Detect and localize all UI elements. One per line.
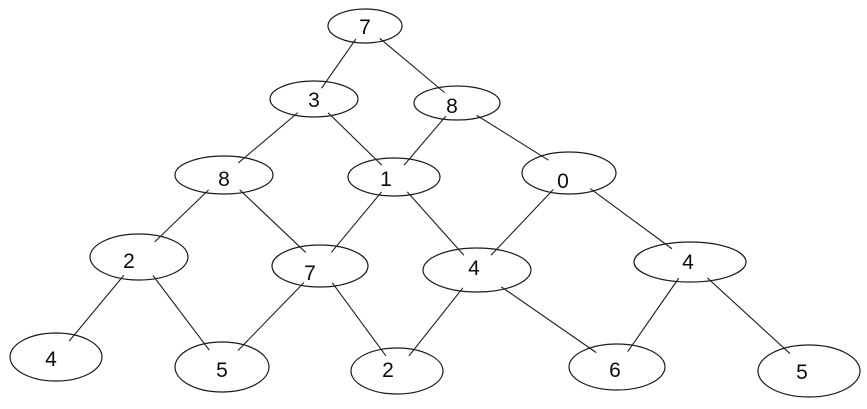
node-value-label: 4 bbox=[45, 348, 57, 371]
edge-r2c1-to-r3c2 bbox=[406, 191, 465, 256]
node-value-label: 5 bbox=[216, 359, 228, 382]
edge-r2c1-to-r3c1 bbox=[330, 191, 383, 253]
edge-r0c0-to-r1c0 bbox=[321, 38, 357, 89]
node-ellipse bbox=[347, 157, 441, 197]
node-value-label: 4 bbox=[682, 251, 694, 274]
node-ellipse bbox=[413, 85, 501, 121]
tree-node-r4c0: 4 bbox=[9, 332, 103, 382]
node-ellipse bbox=[327, 8, 403, 44]
node-value-label: 8 bbox=[218, 168, 230, 191]
node-ellipse bbox=[350, 347, 444, 395]
node-value-label: 4 bbox=[468, 257, 480, 280]
node-ellipse bbox=[9, 332, 103, 382]
tree-node-r4c1: 5 bbox=[174, 341, 270, 393]
node-value-label: 3 bbox=[308, 89, 320, 112]
edge-r3c2-to-r4c3 bbox=[500, 286, 597, 354]
node-ellipse bbox=[174, 155, 274, 195]
node-ellipse bbox=[422, 247, 532, 293]
tree-node-r3c0: 2 bbox=[89, 233, 189, 281]
node-value-label: 6 bbox=[609, 359, 621, 382]
tree-node-r1c0: 3 bbox=[269, 80, 359, 118]
node-ellipse bbox=[568, 343, 666, 391]
node-ellipse bbox=[271, 244, 369, 288]
tree-node-r3c3: 4 bbox=[633, 241, 747, 283]
tree-node-r2c0: 8 bbox=[174, 155, 274, 195]
node-ellipse bbox=[174, 341, 270, 393]
tree-node-r1c1: 8 bbox=[413, 85, 501, 121]
tree-node-r4c3: 6 bbox=[568, 343, 666, 391]
edge-r1c0-to-r2c0 bbox=[237, 112, 299, 164]
edge-r3c2-to-r4c2 bbox=[408, 287, 464, 357]
tree-node-r3c1: 7 bbox=[271, 244, 369, 288]
edge-r1c1-to-r2c1 bbox=[403, 115, 447, 166]
node-value-label: 8 bbox=[446, 95, 458, 118]
edge-r2c2-to-r3c3 bbox=[589, 188, 673, 250]
node-ellipse bbox=[269, 80, 359, 118]
edge-r3c0-to-r4c0 bbox=[68, 275, 125, 342]
node-value-label: 7 bbox=[359, 16, 371, 39]
edge-r3c3-to-r4c4 bbox=[707, 277, 791, 355]
tree-node-r2c2: 0 bbox=[521, 151, 617, 195]
tree-node-r0c0: 7 bbox=[327, 8, 403, 44]
edge-r3c3-to-r4c3 bbox=[627, 277, 680, 353]
tree-node-r4c4: 5 bbox=[757, 344, 861, 398]
node-value-label: 2 bbox=[382, 359, 394, 382]
node-ellipse bbox=[633, 241, 747, 283]
edge-r2c0-to-r3c1 bbox=[239, 189, 307, 253]
tree-node-r4c2: 2 bbox=[350, 347, 444, 395]
node-value-label: 0 bbox=[557, 170, 569, 193]
edge-r3c1-to-r4c1 bbox=[237, 282, 305, 351]
node-value-label: 2 bbox=[123, 250, 135, 273]
edge-r3c0-to-r4c1 bbox=[152, 275, 210, 351]
edge-r2c0-to-r3c0 bbox=[154, 189, 209, 243]
edge-r1c0-to-r2c1 bbox=[327, 112, 383, 166]
tree-node-r2c1: 1 bbox=[347, 157, 441, 197]
edge-r0c0-to-r1c1 bbox=[379, 37, 446, 94]
node-value-label: 7 bbox=[304, 262, 316, 285]
node-value-label: 5 bbox=[796, 361, 808, 384]
node-ellipse bbox=[89, 233, 189, 281]
edge-r2c2-to-r3c2 bbox=[490, 189, 554, 256]
node-ellipse bbox=[757, 344, 861, 398]
edge-r1c1-to-r2c2 bbox=[476, 114, 549, 161]
node-ellipse bbox=[521, 151, 617, 195]
edge-r3c1-to-r4c2 bbox=[331, 282, 387, 357]
tree-node-r3c2: 4 bbox=[422, 247, 532, 293]
node-value-label: 1 bbox=[380, 168, 392, 191]
